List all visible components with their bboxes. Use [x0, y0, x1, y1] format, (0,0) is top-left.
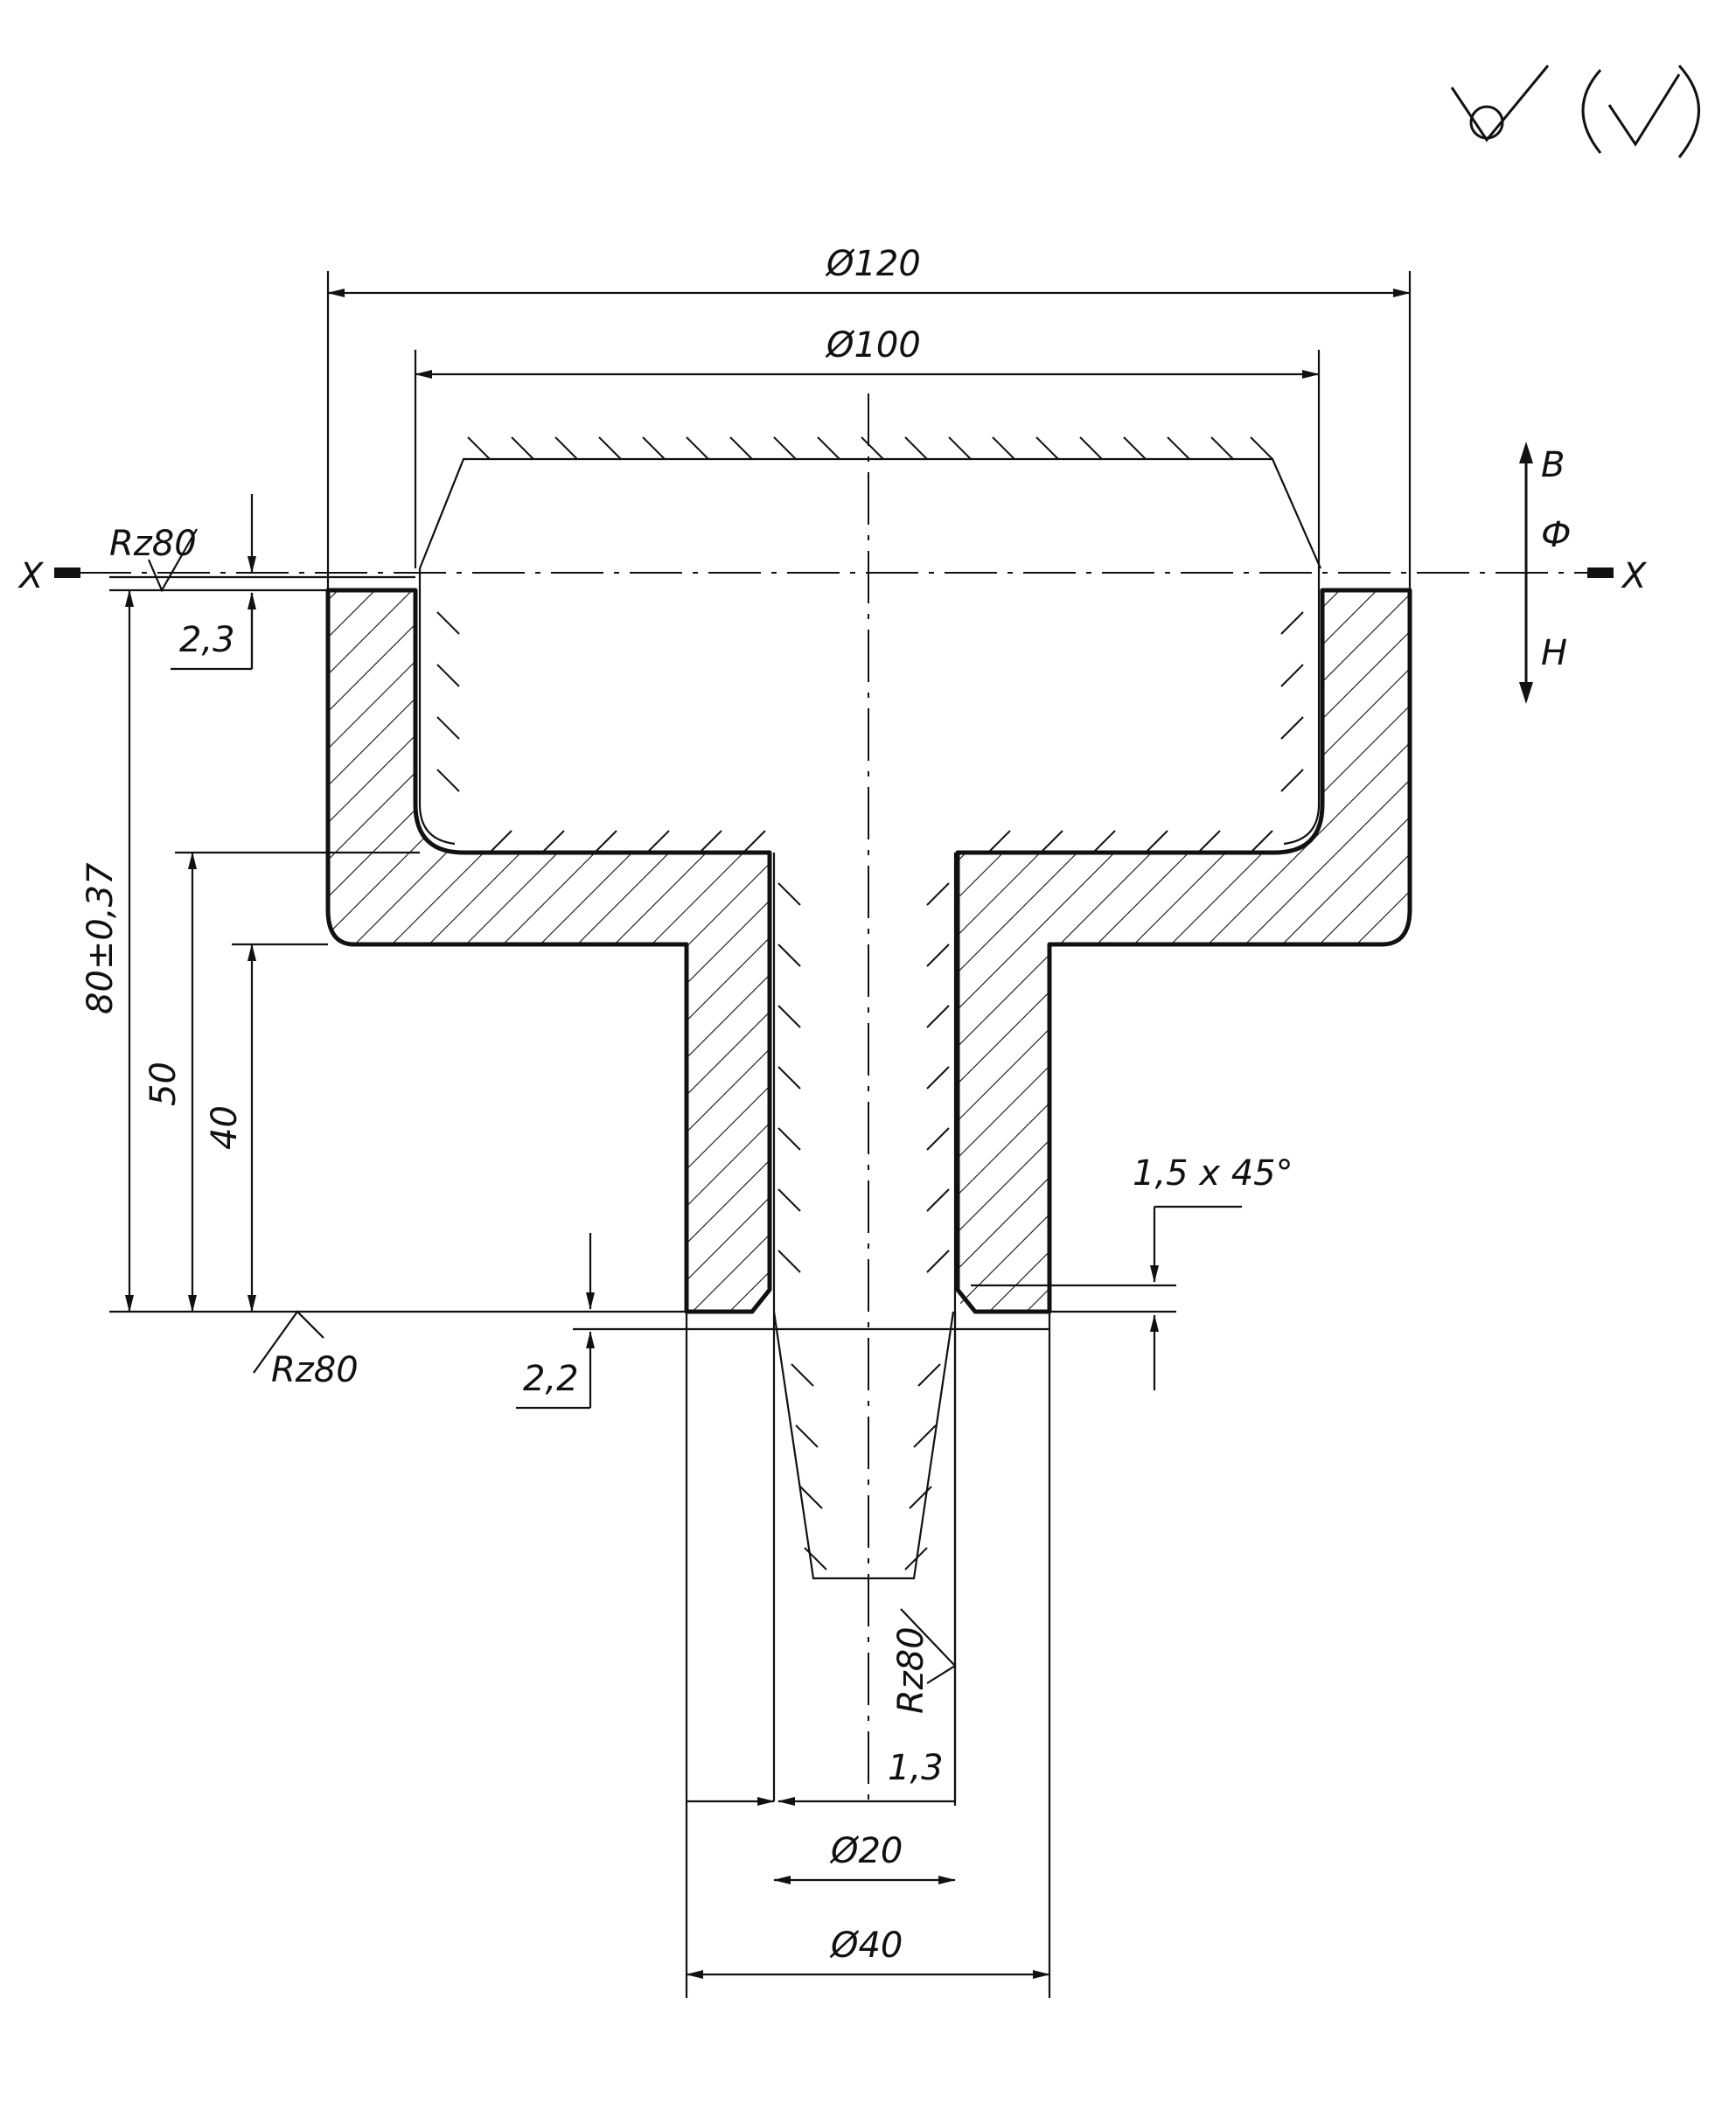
dim-d20-label: Ø20 — [829, 1831, 903, 1871]
mold-upper-label: В — [1541, 445, 1565, 485]
part-section — [325, 588, 1412, 1314]
roughness-bottom-label: Rz80 — [271, 1350, 359, 1390]
dim-allowance-bottom-label: 2,2 — [523, 1359, 579, 1399]
dim-allowance-top: 2,3 — [109, 494, 415, 671]
mold-hatch-ticks — [436, 436, 1304, 1570]
roughness-bottom: Rz80 — [253, 1310, 359, 1390]
roughness-top: Rz80 — [109, 524, 198, 593]
mold-lower-label: Н — [1541, 633, 1567, 673]
dim-h80: 80±0,37 — [80, 588, 687, 1313]
mold-middle-label: Ф — [1541, 515, 1571, 555]
dim-h40-label: 40 — [205, 1105, 245, 1150]
dim-h40: 40 — [205, 943, 328, 1313]
mold-outline — [418, 436, 1322, 1801]
dim-d120-label: Ø120 — [825, 244, 921, 284]
roughness-bore: Rz80 — [891, 1608, 957, 1714]
dim-chamfer-label: 1,5 x 45° — [1133, 1153, 1293, 1194]
parting-line: X X В Ф Н — [17, 442, 1648, 704]
dim-d120: Ø120 — [326, 244, 1412, 590]
dim-chamfer: 1,5 x 45° — [1049, 1153, 1293, 1390]
parting-line-left-label: X — [17, 556, 45, 596]
dim-bore-allowance: 1,3 — [687, 1312, 957, 1806]
dim-h80-label: 80±0,37 — [80, 862, 121, 1014]
general-roughness-symbol — [1450, 64, 1700, 158]
dim-bore-allowance-label: 1,3 — [888, 1748, 944, 1788]
dim-d40: Ø40 — [685, 1312, 1051, 1998]
roughness-bore-label: Rz80 — [891, 1626, 931, 1714]
dim-d100-label: Ø100 — [825, 325, 921, 366]
dim-d20: Ø20 — [773, 1831, 956, 1884]
parting-line-right-label: X — [1621, 556, 1648, 596]
dim-h50: 50 — [143, 851, 420, 1313]
dim-allowance-top-label: 2,3 — [179, 620, 235, 660]
dim-allowance-bottom: 2,2 — [516, 1233, 1049, 1410]
dim-h50-label: 50 — [143, 1062, 184, 1106]
dim-d100: Ø100 — [414, 325, 1321, 568]
roughness-top-label: Rz80 — [109, 524, 197, 564]
dim-d40-label: Ø40 — [829, 1925, 903, 1966]
